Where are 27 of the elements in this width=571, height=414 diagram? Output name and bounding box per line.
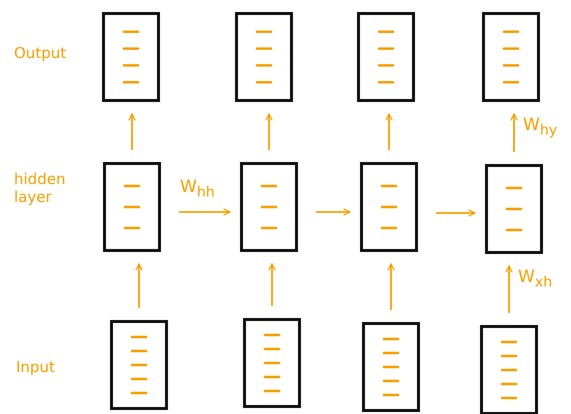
arrow [179, 208, 231, 216]
arrow [510, 113, 518, 152]
arrow [128, 113, 136, 150]
layer-box [240, 162, 298, 252]
arrow [316, 208, 351, 216]
row-label: Input [16, 358, 55, 376]
arrow [505, 265, 513, 313]
layer-box [110, 320, 168, 410]
row-label: Output [14, 44, 66, 62]
arrow [268, 263, 276, 306]
arrow [436, 209, 476, 217]
layer-box [482, 12, 540, 102]
weight-label: W$_{hy}$ [522, 116, 558, 139]
arrow [265, 113, 273, 150]
layer-box [362, 322, 420, 412]
layer-box [103, 162, 161, 252]
layer-box [102, 12, 160, 102]
layer-box [360, 162, 418, 252]
layer-box [357, 12, 415, 102]
row-label: hidden layer [14, 170, 66, 206]
layer-box [235, 12, 293, 102]
layer-box [485, 164, 543, 254]
arrow [387, 263, 395, 310]
arrow [385, 113, 393, 150]
layer-box [243, 318, 301, 408]
layer-box [480, 325, 538, 414]
arrow [135, 263, 143, 308]
